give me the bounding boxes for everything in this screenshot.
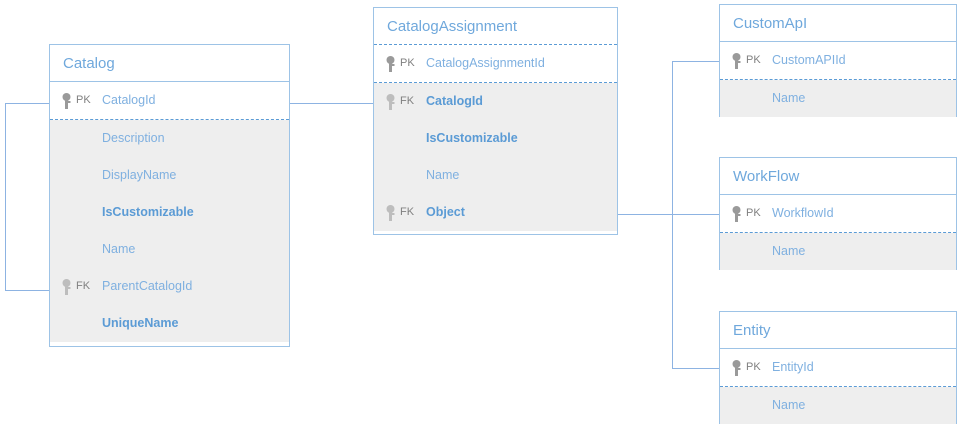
field-name: Name	[426, 168, 460, 182]
table-row[interactable]: DisplayName	[50, 157, 289, 194]
table-workflow[interactable]: WorkFlow PK WorkflowId Name	[719, 157, 957, 270]
table-row[interactable]: Description	[50, 120, 289, 157]
field-name: CatalogAssignmentId	[426, 56, 545, 70]
table-row[interactable]: PK CustomAPIId	[720, 42, 956, 79]
field-name: CatalogId	[426, 94, 483, 108]
table-row[interactable]: PK CatalogAssignmentId	[374, 45, 617, 82]
table-catalogassignment-title: CatalogAssignment	[374, 8, 617, 45]
table-row[interactable]: Name	[720, 233, 956, 270]
table-entity[interactable]: Entity PK EntityId Name	[719, 311, 957, 424]
table-entity-attr-section: Name	[720, 387, 956, 424]
key-icon	[386, 94, 395, 110]
key-label: FK	[386, 83, 414, 120]
key-label: PK	[732, 349, 761, 386]
field-name: ParentCatalogId	[102, 279, 193, 293]
key-icon	[732, 53, 741, 69]
field-name: CatalogId	[102, 93, 156, 107]
connector-catalog-self-bottom	[5, 290, 51, 291]
table-catalog-attr-section: Description DisplayName IsCustomizable N…	[50, 120, 289, 342]
table-entity-title: Entity	[720, 312, 956, 349]
table-customapi-attr-section: Name	[720, 80, 956, 117]
table-customapi-title: CustomApI	[720, 5, 956, 42]
table-row[interactable]: Name	[720, 80, 956, 117]
key-icon	[732, 360, 741, 376]
field-name: EntityId	[772, 360, 814, 374]
table-row[interactable]: FK ParentCatalogId	[50, 268, 289, 305]
table-customapi[interactable]: CustomApI PK CustomAPIId Name	[719, 4, 957, 117]
field-name: Object	[426, 205, 465, 219]
connector-catalog-self-top	[5, 103, 51, 104]
table-row[interactable]: FK CatalogId	[374, 83, 617, 120]
field-name: Name	[102, 242, 136, 256]
connector-bus-to-customapi	[672, 61, 720, 62]
field-name: WorkflowId	[772, 206, 834, 220]
field-name: CustomAPIId	[772, 53, 846, 67]
field-name: Name	[772, 91, 806, 105]
connector-catalog-self-left	[5, 103, 6, 291]
table-row[interactable]: Name	[374, 157, 617, 194]
field-name: Description	[102, 131, 165, 145]
connector-bus-to-entity	[672, 368, 720, 369]
connector-bus-to-workflow	[672, 214, 720, 215]
table-catalogassignment[interactable]: CatalogAssignment PK CatalogAssignmentId…	[373, 7, 618, 235]
key-label: PK	[732, 42, 761, 79]
table-row[interactable]: FK Object	[374, 194, 617, 231]
field-name: Name	[772, 398, 806, 412]
table-row[interactable]: PK CatalogId	[50, 82, 289, 119]
table-customapi-pk-section: PK CustomAPIId	[720, 42, 956, 80]
key-label: PK	[386, 45, 415, 82]
table-row[interactable]: UniqueName	[50, 305, 289, 342]
table-row[interactable]: Name	[50, 231, 289, 268]
table-workflow-title: WorkFlow	[720, 158, 956, 195]
key-label: PK	[732, 195, 761, 232]
key-icon	[62, 279, 71, 295]
key-icon	[732, 206, 741, 222]
field-name: IsCustomizable	[102, 205, 194, 219]
table-row[interactable]: IsCustomizable	[374, 120, 617, 157]
key-icon	[386, 205, 395, 221]
field-name: IsCustomizable	[426, 131, 518, 145]
field-name: Name	[772, 244, 806, 258]
table-workflow-attr-section: Name	[720, 233, 956, 270]
table-workflow-pk-section: PK WorkflowId	[720, 195, 956, 233]
table-entity-pk-section: PK EntityId	[720, 349, 956, 387]
key-label: FK	[386, 194, 414, 231]
table-row[interactable]: PK WorkflowId	[720, 195, 956, 232]
connector-object-to-bus	[618, 214, 673, 215]
table-row[interactable]: IsCustomizable	[50, 194, 289, 231]
table-row[interactable]: PK EntityId	[720, 349, 956, 386]
key-label: FK	[62, 268, 90, 305]
field-name: UniqueName	[102, 316, 179, 330]
table-row[interactable]: Name	[720, 387, 956, 424]
key-icon	[386, 56, 395, 72]
table-catalog[interactable]: Catalog PK CatalogId Description Display…	[49, 44, 290, 347]
connector-bus-vertical	[672, 61, 673, 369]
table-catalogassignment-attr-section: FK CatalogId IsCustomizable Name FK	[374, 83, 617, 231]
key-label: PK	[62, 82, 91, 119]
table-catalogassignment-pk-section: PK CatalogAssignmentId	[374, 45, 617, 83]
table-catalog-title: Catalog	[50, 45, 289, 82]
field-name: DisplayName	[102, 168, 177, 182]
key-icon	[62, 93, 71, 109]
table-catalog-pk-section: PK CatalogId	[50, 82, 289, 120]
connector-catalog-to-catalogassignment	[290, 103, 374, 104]
